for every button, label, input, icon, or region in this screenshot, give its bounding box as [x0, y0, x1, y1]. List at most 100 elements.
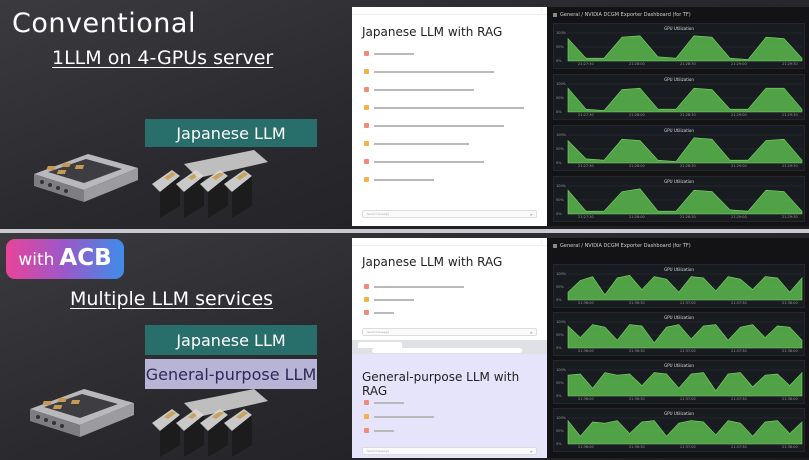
panel-title: GPU Utilization	[664, 411, 694, 416]
conventional-title: Conventional	[12, 8, 196, 39]
utilization-area	[567, 137, 803, 164]
x-tick-label: 21:37:30	[731, 349, 747, 353]
chat-input-placeholder: Send message	[367, 449, 389, 453]
chat-title: Japanese LLM with RAG	[362, 25, 503, 39]
gpu-card	[224, 409, 252, 457]
y-tick-label: 50%	[556, 96, 564, 100]
x-tick-label: 21:36:30	[629, 397, 645, 401]
chat-menu-icon[interactable]: ⋮	[539, 239, 543, 244]
avatar-icon	[364, 87, 369, 92]
y-tick-label: 100%	[556, 31, 567, 35]
japanese-llm-box: Japanese LLM	[145, 325, 317, 355]
browser-tab[interactable]	[358, 342, 402, 348]
x-tick-label: 21:29:00	[731, 113, 747, 117]
avatar-icon	[364, 69, 369, 74]
x-tick-label: 21:37:00	[680, 301, 696, 305]
panel-title: GPU Utilization	[664, 179, 694, 184]
acb-section: with ACB Multiple LLM services Japanese …	[0, 233, 809, 460]
x-tick-label: 21:28:00	[629, 62, 645, 66]
message-text-line	[374, 88, 474, 91]
chat-message	[364, 123, 537, 128]
chat-message	[364, 159, 537, 164]
chat-input[interactable]: Send message ➤	[362, 447, 537, 455]
message-text-line	[374, 142, 469, 145]
acb-badge-with: with	[18, 250, 55, 270]
x-tick-label: 21:29:30	[782, 164, 798, 168]
x-tick-label: 21:28:30	[680, 164, 696, 168]
y-tick-label: 0%	[556, 161, 562, 165]
x-tick-label: 21:28:30	[680, 215, 696, 219]
gpu-cards-illustration	[152, 150, 268, 218]
avatar-icon	[364, 177, 369, 182]
panel-title: GPU Utilization	[664, 77, 694, 82]
send-icon[interactable]: ➤	[529, 212, 533, 217]
y-tick-label: 50%	[556, 333, 564, 337]
x-tick-label: 21:36:30	[629, 445, 645, 449]
dashboard-title: General / NVIDIA DCGM Exporter Dashboard…	[553, 243, 691, 249]
chat-title: General-purpose LLM with RAG	[362, 370, 520, 398]
avatar-icon	[364, 105, 369, 110]
avatar-icon	[364, 141, 369, 146]
y-tick-label: 50%	[556, 429, 564, 433]
conventional-section: Conventional 1LLM on 4-GPUs server Japan…	[0, 0, 809, 229]
x-tick-label: 21:37:00	[680, 445, 696, 449]
chat-title: Japanese LLM with RAG	[362, 255, 503, 269]
send-icon[interactable]: ➤	[529, 449, 533, 454]
utilization-area	[567, 419, 803, 445]
x-tick-label: 21:28:30	[680, 62, 696, 66]
y-tick-label: 100%	[556, 82, 567, 86]
gpu-cards-illustration	[152, 389, 268, 457]
japanese-rag-chat-window: ⋮ Japanese LLM with RAG Send message ➤	[352, 238, 547, 340]
utilization-area	[567, 87, 803, 113]
x-tick-label: 21:37:00	[680, 349, 696, 353]
x-tick-label: 21:36:00	[578, 397, 594, 401]
y-tick-label: 0%	[556, 394, 562, 398]
conventional-subtitle: 1LLM on 4-GPUs server	[52, 47, 274, 69]
y-tick-label: 0%	[556, 346, 562, 350]
chat-message	[364, 297, 537, 302]
acb-badge: with ACB	[6, 239, 124, 279]
y-tick-label: 0%	[556, 110, 562, 114]
y-tick-label: 50%	[556, 45, 564, 49]
x-tick-label: 21:27:30	[578, 62, 594, 66]
gpu-card	[200, 170, 228, 218]
acb-badge-acb: ACB	[59, 245, 112, 271]
chat-message	[364, 414, 537, 419]
message-text-line	[374, 298, 414, 301]
gpu-dashboard: General / NVIDIA DCGM Exporter Dashboard…	[547, 238, 809, 458]
chat-message	[364, 87, 537, 92]
chat-input[interactable]: Send message ➤	[362, 328, 537, 336]
x-tick-label: 21:27:30	[578, 164, 594, 168]
avatar-icon	[364, 51, 369, 56]
panel-title: GPU Utilization	[664, 128, 694, 133]
gpu-card	[224, 170, 252, 218]
x-tick-label: 21:27:30	[578, 215, 594, 219]
utilization-chart	[567, 185, 803, 215]
utilization-chart	[567, 273, 803, 301]
send-icon[interactable]: ➤	[529, 330, 533, 335]
chat-menu-icon[interactable]: ⋮	[539, 8, 543, 13]
y-tick-label: 0%	[556, 298, 562, 302]
x-tick-label: 21:29:30	[782, 215, 798, 219]
utilization-chart	[567, 83, 803, 113]
message-text-line	[374, 429, 394, 432]
chat-message	[364, 310, 537, 315]
chat-input[interactable]: Send message ➤	[362, 210, 537, 218]
x-tick-label: 21:36:00	[578, 301, 594, 305]
message-text-line	[374, 285, 464, 288]
x-tick-label: 21:28:30	[680, 113, 696, 117]
x-tick-label: 21:37:00	[680, 397, 696, 401]
x-tick-label: 21:38:00	[782, 397, 798, 401]
avatar-icon	[364, 159, 369, 164]
chat-message	[364, 105, 537, 110]
browser-address-bar[interactable]	[372, 348, 522, 353]
y-tick-label: 100%	[556, 272, 567, 276]
general-purpose-rag-chat-window: General-purpose LLM with RAG Send messag…	[352, 340, 547, 458]
dashboard-title: General / NVIDIA DCGM Exporter Dashboard…	[553, 12, 691, 18]
